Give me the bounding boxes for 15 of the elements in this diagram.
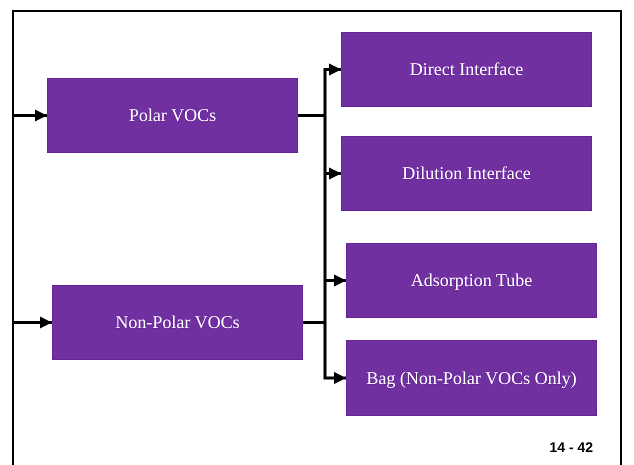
box-label: Non-Polar VOCs [115,312,240,333]
process-box [47,78,298,153]
box-label: Bag (Non-Polar VOCs Only) [366,368,577,388]
box-label: Dilution Interface [402,163,531,184]
process-box [341,136,592,211]
process-box [346,340,597,416]
box-label: Polar VOCs [128,105,216,126]
process-box [341,32,592,107]
page-number: 14 - 42 [549,439,593,455]
box-label: Adsorption Tube [410,270,532,291]
process-box [346,243,597,318]
process-box [52,285,303,360]
arrow [12,110,47,122]
arrow [12,316,52,328]
box-label: Direct Interface [410,59,524,80]
